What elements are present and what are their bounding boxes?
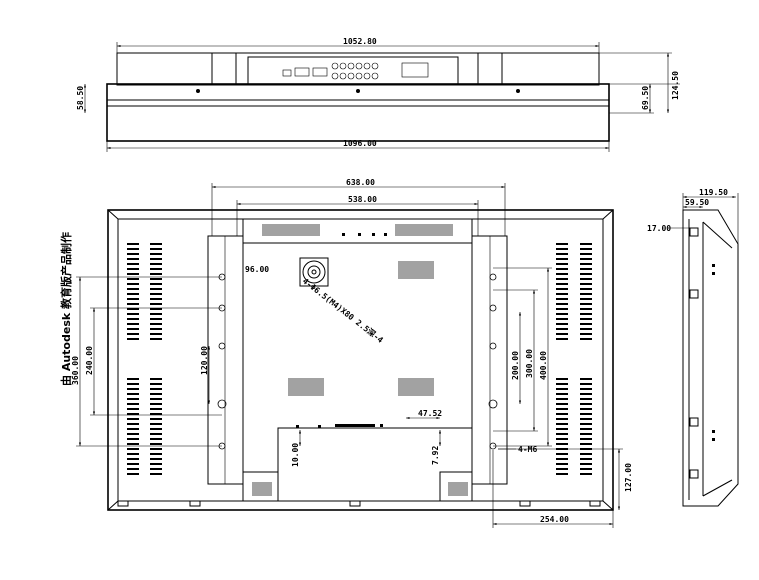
top-view-mount-left <box>211 52 237 86</box>
bracket-left <box>207 235 244 485</box>
dim-7: 7.92 <box>431 446 440 465</box>
vent-left-upper <box>127 243 162 340</box>
rear-view-frame <box>107 209 614 511</box>
top-view-housing <box>116 52 600 86</box>
dim-bottom-254: 254.00 <box>540 515 569 524</box>
diag-note: 4-Φ6.5(M4)X80 2.5深-4 <box>301 276 386 345</box>
thread-note: 4-M6 <box>518 445 537 454</box>
dim-side-top-offset: 17.00 <box>647 224 671 233</box>
dim-height-200: 200.00 <box>511 351 520 380</box>
vent-right-upper <box>556 243 592 340</box>
fan-icon <box>299 257 329 287</box>
dim-side-depth-inner: 59.50 <box>685 198 709 207</box>
dim-width-outer: 1096.00 <box>343 139 377 148</box>
vent-left-lower <box>127 378 162 475</box>
dim-side-depth-outer: 119.50 <box>699 188 728 197</box>
dim-height-240: 240.00 <box>85 346 94 375</box>
dim-height-400: 400.00 <box>539 351 548 380</box>
dim-depth-right-inner: 69.50 <box>641 86 650 110</box>
dim-10: 10.00 <box>291 443 300 467</box>
dim-inner-span: 538.00 <box>348 195 377 204</box>
bracket-right <box>471 235 508 485</box>
dim-depth-right-outer: 124.50 <box>671 71 680 100</box>
rear-view: 4-Φ6.5(M4)X80 2.5深-4 96.00 638.00 538.00… <box>71 178 633 528</box>
dim-height-120: 120.00 <box>200 346 209 375</box>
grille-pattern <box>252 224 468 496</box>
dim-bracket-span: 638.00 <box>346 178 375 187</box>
top-view-mount-right <box>477 52 503 86</box>
vent-right-lower <box>556 378 592 475</box>
dim-depth-left: 58.50 <box>76 86 85 110</box>
watermark-text: 由 Autodesk 教育版产品制作 <box>59 232 73 386</box>
top-view-io-panel <box>247 56 459 85</box>
dim-width-inner: 1052.80 <box>343 37 377 46</box>
hole-label: 96.00 <box>245 265 269 274</box>
side-view: 119.50 59.50 17.00 <box>647 188 739 507</box>
dim-height-360: 360.00 <box>71 356 80 385</box>
dim-bottom-127: 127.00 <box>624 463 633 492</box>
dim-47: 47.52 <box>418 409 442 418</box>
top-view-connectors <box>282 62 429 80</box>
dim-height-300: 300.00 <box>525 349 534 378</box>
top-view: 1052.80 1096.00 58.50 69.50 124.50 <box>76 37 680 152</box>
side-view-outline <box>682 209 739 507</box>
